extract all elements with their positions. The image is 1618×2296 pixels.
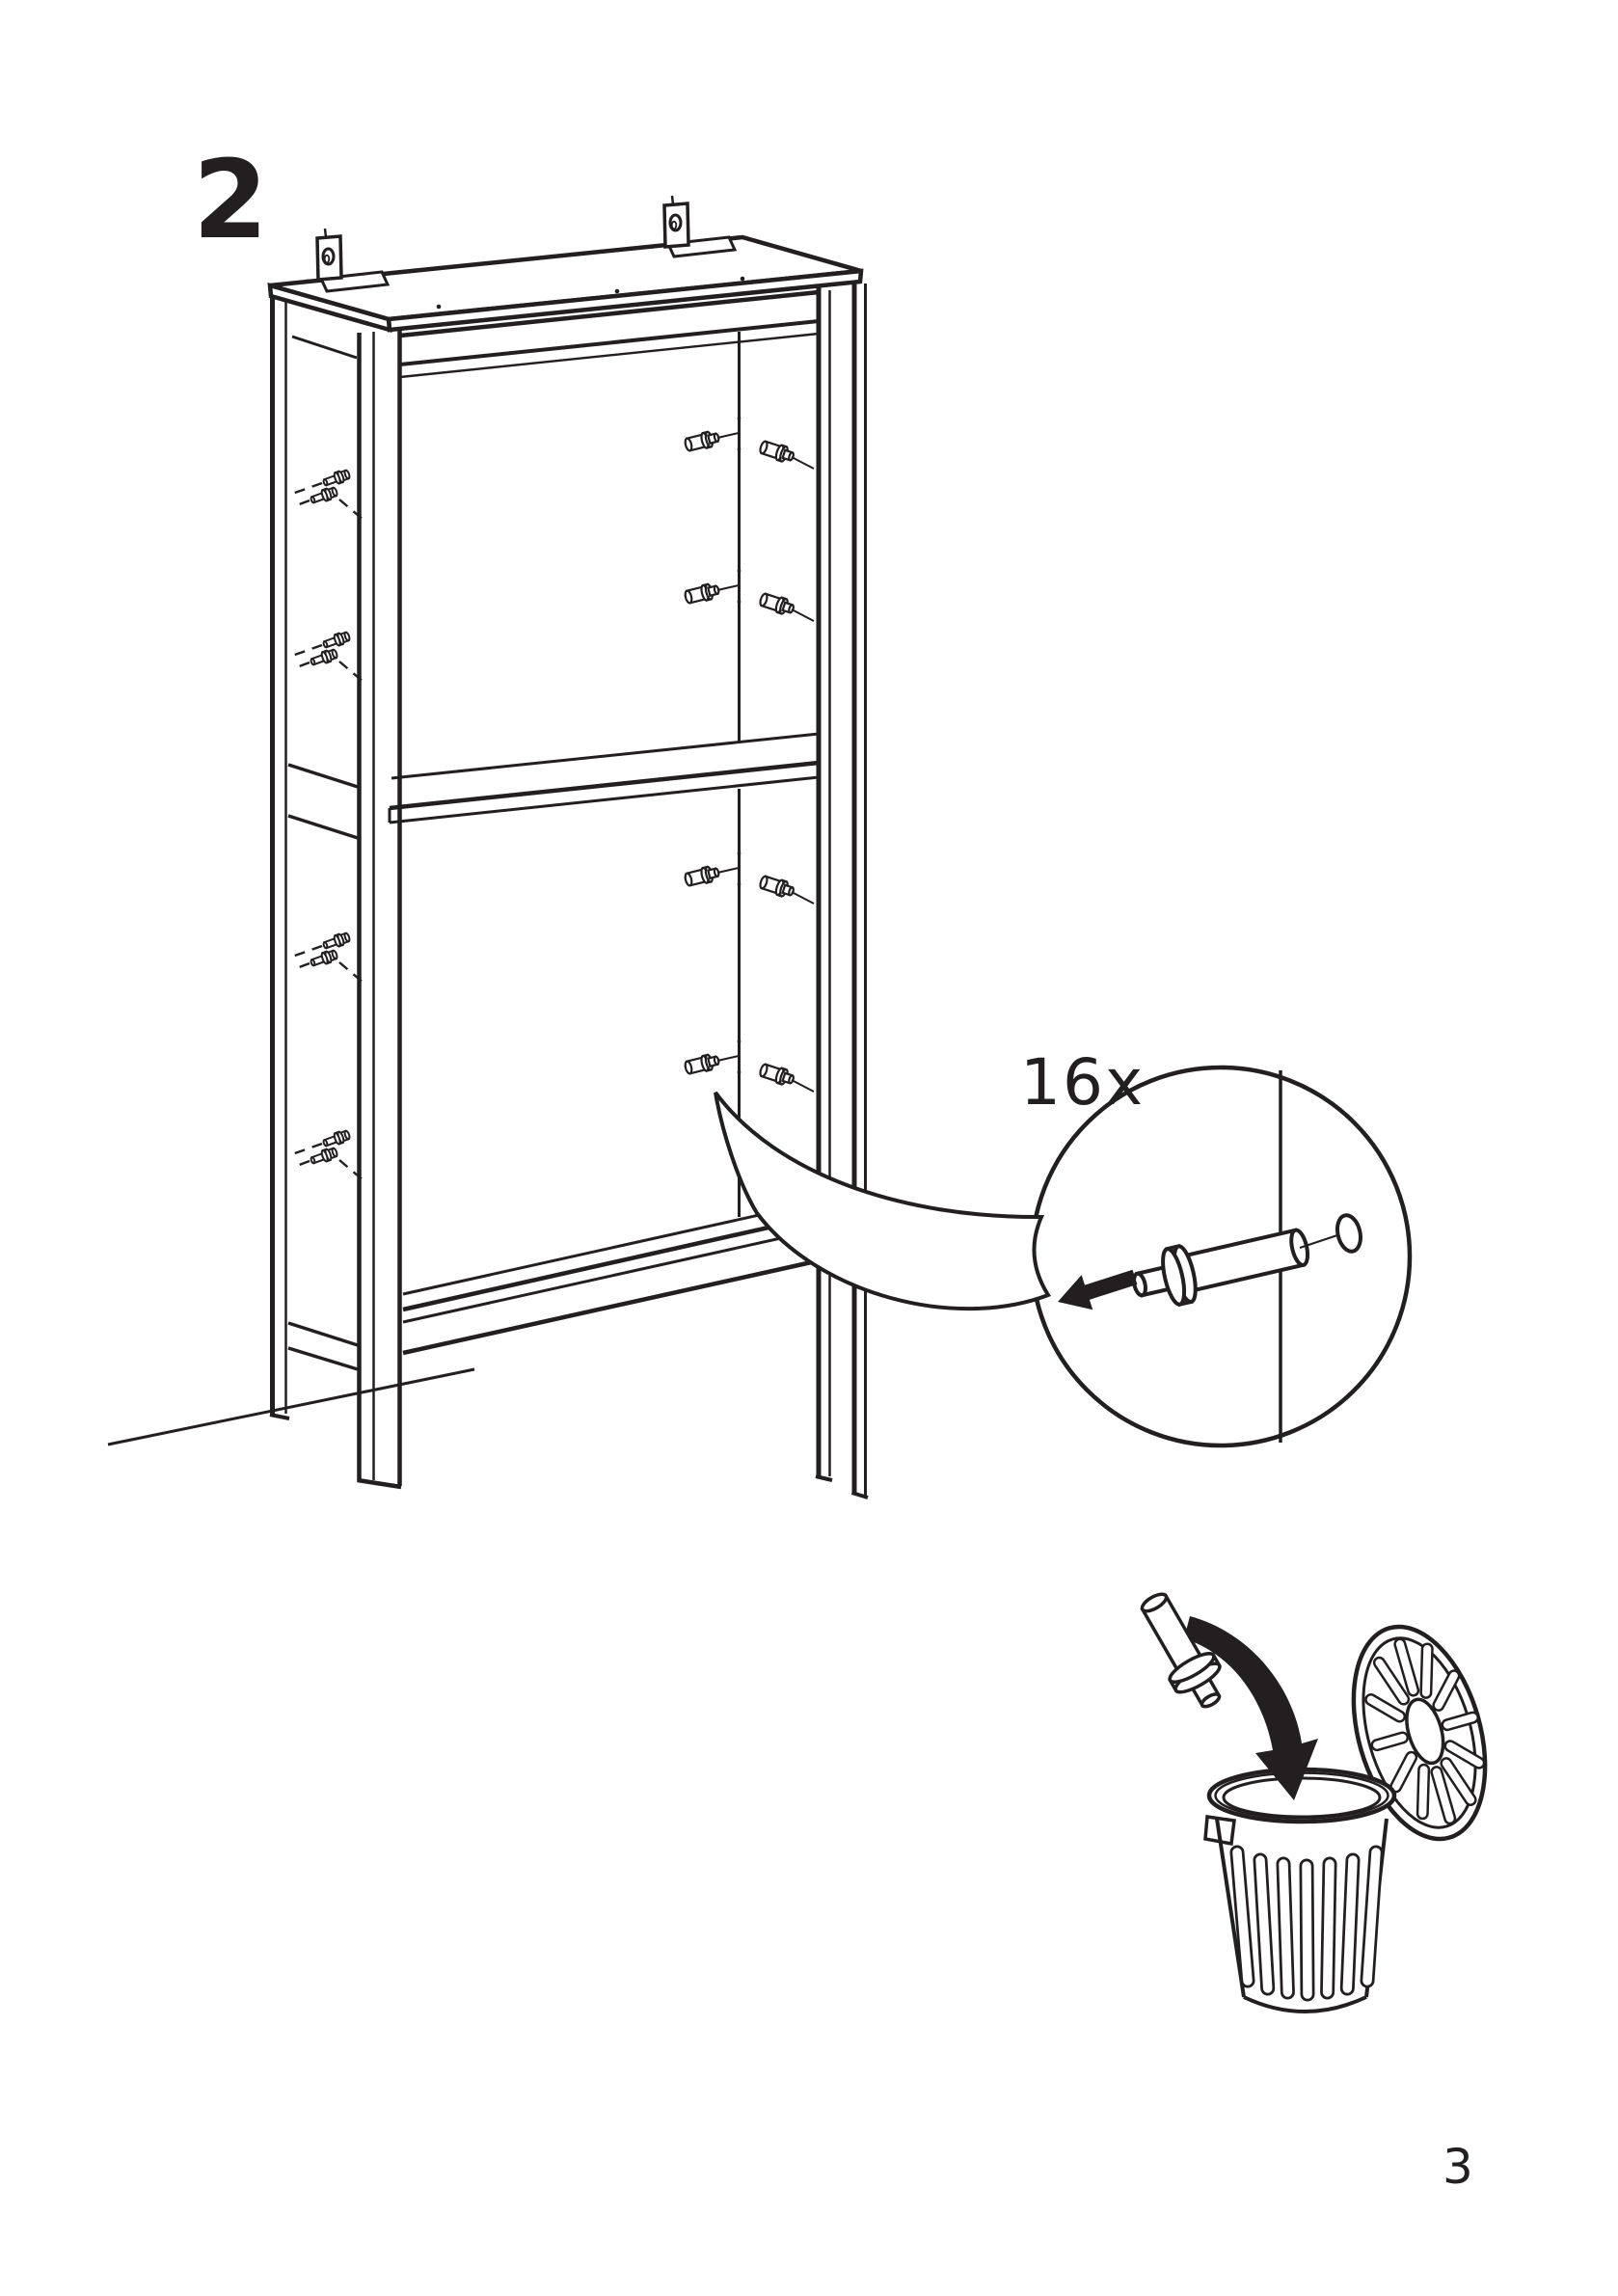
dowel-pin-dashed-glyph <box>308 1145 339 1168</box>
dowel-pin-dashed-glyph <box>320 1127 352 1150</box>
dowel-pin-glyph <box>683 1051 722 1077</box>
right-side-frame <box>815 281 869 1499</box>
dowel-to-hole-line <box>1299 1234 1338 1249</box>
lid-hub <box>1405 1697 1445 1766</box>
wall-anchor-right <box>662 195 738 258</box>
discard-dowel <box>1140 1592 1222 1709</box>
interior-frame <box>399 289 820 1217</box>
discard-arrow <box>1184 1616 1318 1800</box>
interior-dowel-set <box>683 416 815 1093</box>
anchor-nub <box>323 228 328 238</box>
dowel-pin-glyph <box>757 1061 797 1089</box>
anchor-nub <box>670 195 675 205</box>
side-mid-rail <box>287 763 359 789</box>
dowel-pin-glyph <box>757 438 797 466</box>
dowel-pin-glyph <box>683 428 722 454</box>
dowel-pin-glyph <box>683 581 722 607</box>
floor-line <box>107 1367 475 1446</box>
step-number: 2 <box>193 138 268 263</box>
dowel-pin-dashed-glyph <box>308 646 339 669</box>
quantity-label: 16x <box>1020 1045 1146 1120</box>
dowel-pin-dashed-glyph <box>320 930 352 953</box>
dowel-pin-dashed-glyph <box>308 947 339 970</box>
dowel-pin-dashed-glyph <box>308 484 339 507</box>
trash-can <box>1203 1767 1397 2013</box>
side-bottom-rail <box>287 1321 359 1347</box>
bottom-shelf <box>402 1201 817 1356</box>
trash-can-slots <box>1229 1845 1384 2002</box>
dowel-pin-glyph <box>757 873 797 901</box>
zoom-callout <box>714 1065 1413 1448</box>
interior-top-rail <box>399 289 820 338</box>
zoom-swoosh <box>714 1091 1051 1311</box>
middle-shelf <box>388 732 820 824</box>
dowel-pin-glyph <box>683 863 722 889</box>
page-number: 3 <box>1443 2139 1473 2195</box>
dowel-pin-dashed-glyph <box>320 467 352 490</box>
pilot-hole <box>1335 1213 1362 1254</box>
side-panel-left <box>269 295 402 1490</box>
top-panel <box>267 234 864 334</box>
dowel-pin-glyph <box>757 590 797 618</box>
detail-dowel <box>1132 1228 1310 1308</box>
insert-direction-arrow <box>1058 1269 1138 1310</box>
dowel-pin-dashed-glyph <box>320 629 352 652</box>
side-top-rail <box>291 335 358 360</box>
discard-illustration <box>1140 1592 1488 2013</box>
wall-anchor-left <box>305 228 391 293</box>
dashed-dowel-set <box>291 467 365 1182</box>
trash-lid-spokes <box>1364 1637 1486 1825</box>
bookcase-illustration <box>267 195 869 1499</box>
